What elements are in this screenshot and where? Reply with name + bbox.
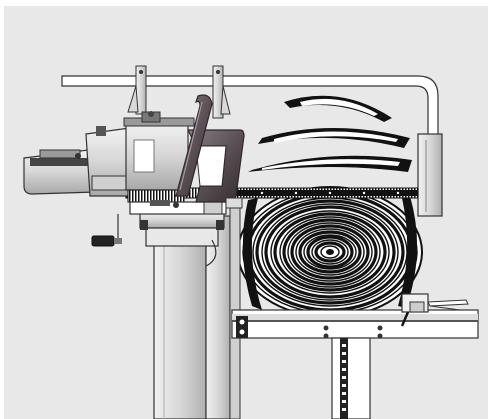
rail-hanger-left <box>127 65 147 115</box>
bar-mount-plate <box>225 197 243 209</box>
base-clamp <box>400 293 469 327</box>
chainsaw-front-handle <box>175 94 213 197</box>
cut-boards <box>248 95 412 172</box>
right-rail-bracket <box>417 133 443 217</box>
base-rail <box>231 309 479 339</box>
lower-vertical-support <box>331 337 371 419</box>
rail-hanger-right <box>212 65 231 119</box>
column-clamp <box>139 211 225 267</box>
pull-cord-handle <box>91 214 122 247</box>
chainsaw-rear-handle <box>187 129 245 203</box>
log-cross-section <box>237 186 423 318</box>
